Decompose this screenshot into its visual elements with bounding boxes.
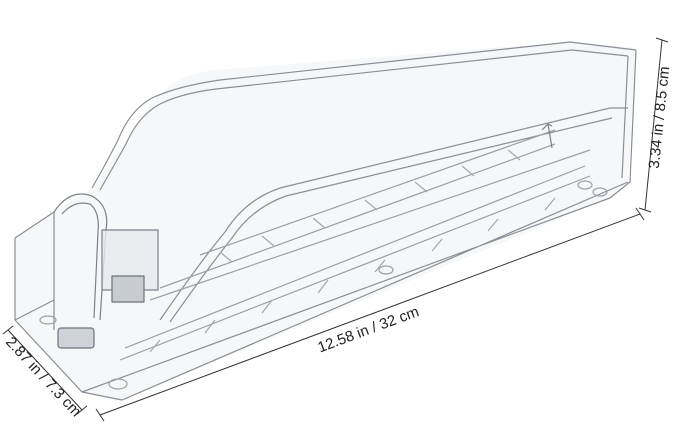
front-divider-paddle <box>53 193 108 321</box>
length-tick-right <box>635 207 645 221</box>
floor-rail-mid <box>124 165 586 349</box>
height-dimension-line <box>644 39 663 211</box>
dimension-lines <box>2 37 669 422</box>
foot-pad-2 <box>108 378 128 390</box>
bin-right-end <box>609 49 637 199</box>
foot-pad-5 <box>592 187 608 197</box>
width-tick-top <box>2 325 14 335</box>
bin-front-lip <box>159 107 628 321</box>
rear-stop-bracket <box>541 123 553 149</box>
top-track-rail <box>199 129 556 256</box>
height-label: 3.34 in / 8.5 cm <box>646 66 674 170</box>
bin-back-wall-edge <box>91 41 637 189</box>
foot-pad-4 <box>577 180 593 190</box>
spring-mechanism <box>111 275 145 303</box>
front-stop-clip <box>57 327 95 349</box>
length-tick-left <box>95 408 105 422</box>
height-tick-top <box>655 37 669 43</box>
bin-body-fill <box>15 42 636 400</box>
floor-rail-front <box>119 175 591 361</box>
bin-front-lip-inner <box>169 117 613 323</box>
width-tick-bottom <box>76 405 88 415</box>
bin-illustration <box>14 41 637 401</box>
bin-back-wall-inner-edge <box>99 49 629 191</box>
width-dimension-line <box>7 329 83 411</box>
rail-crossbars <box>149 149 556 353</box>
length-dimension-line <box>99 213 641 416</box>
floor-rail-back-2 <box>159 143 556 289</box>
bin-bottom-edge <box>81 181 629 401</box>
height-tick-bottom <box>638 207 652 213</box>
floor-rail-back <box>149 149 591 301</box>
foot-pad-1 <box>39 315 57 325</box>
foot-pad-3 <box>378 265 394 275</box>
